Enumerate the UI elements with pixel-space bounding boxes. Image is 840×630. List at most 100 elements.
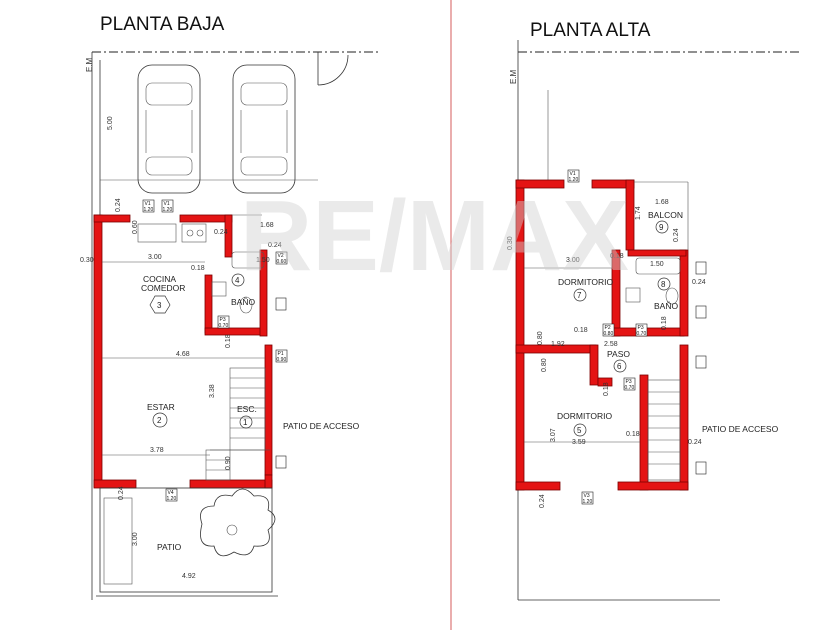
svg-text:P2: P2: [605, 325, 611, 331]
patio-area: [99, 487, 273, 593]
ground-em-label: E.M: [85, 57, 94, 72]
room-label: ESC.: [237, 404, 257, 414]
dimension: 0.24: [688, 439, 702, 446]
svg-text:1.20: 1.20: [163, 207, 173, 213]
svg-text:0.60: 0.60: [277, 259, 287, 265]
dimension: 0.24: [118, 486, 125, 500]
svg-text:0.70: 0.70: [219, 323, 229, 329]
dimension: 3.00: [132, 532, 139, 546]
dimension: 1.74: [635, 206, 642, 220]
dim-garage-depth: 5.00: [107, 116, 114, 130]
dimension: 0.24: [539, 494, 546, 508]
bath-sink: [625, 287, 641, 303]
toilet: [239, 296, 253, 314]
opening-tag: V11.20: [142, 199, 155, 213]
svg-text:1.20: 1.20: [144, 207, 154, 213]
room-label: DORMITORIO: [558, 277, 613, 287]
dimension: 0.30: [507, 236, 514, 250]
opening-tag: V11.20: [567, 169, 580, 183]
gate-swing: [317, 54, 349, 86]
room-label: PASO: [607, 349, 630, 359]
dimension: 3.00: [148, 254, 162, 261]
toilet: [665, 287, 679, 305]
dimension: 3.38: [209, 384, 216, 398]
dimension: 0.80: [537, 331, 544, 345]
opening-tag: P30.70: [217, 315, 230, 329]
bath-sink: [211, 281, 227, 297]
svg-text:0.90: 0.90: [277, 357, 287, 363]
room-label: COCINA: [143, 274, 176, 284]
dimension: 0.18: [661, 316, 668, 330]
svg-text:V1: V1: [145, 201, 151, 207]
svg-text:5: 5: [577, 426, 582, 435]
bathtub: [231, 251, 265, 269]
svg-text:0.80: 0.80: [604, 331, 614, 337]
opening-tag: V41.20: [165, 488, 178, 502]
dimension: 4.68: [176, 351, 190, 358]
room-number-badge: 3: [149, 295, 171, 314]
opening-tag: P30.70: [623, 377, 636, 391]
room-label: PATIO: [157, 542, 182, 552]
dimension: 0.18: [626, 431, 640, 438]
dimension: 1.92: [551, 341, 565, 348]
stove-burner: [196, 229, 204, 237]
dimension: 0.18: [603, 382, 610, 396]
room-number-badge: 9: [655, 220, 669, 234]
room-number-badge: 6: [613, 359, 627, 373]
dimension: 0.18: [574, 327, 588, 334]
window-symbol: [275, 297, 287, 469]
svg-text:4: 4: [235, 276, 240, 285]
dimension: 0.90: [225, 456, 232, 470]
dimension: 3.00: [566, 257, 580, 264]
dimension: 3.78: [150, 447, 164, 454]
kitchen-sink: [137, 223, 177, 243]
car-icon: [232, 64, 296, 194]
room-number-badge: 8: [657, 277, 671, 291]
svg-text:V3: V3: [584, 493, 590, 499]
room-number-badge: 2: [152, 412, 168, 428]
svg-text:1.20: 1.20: [583, 499, 593, 505]
dimension: 0.60: [132, 220, 139, 234]
svg-text:V1: V1: [570, 171, 576, 177]
upper-stairs: [647, 379, 681, 481]
access-label: PATIO DE ACCESO: [283, 421, 360, 431]
upper-em-label: E.M: [509, 69, 518, 84]
opening-tag: V31.20: [581, 491, 594, 505]
room-label: COMEDOR: [141, 283, 185, 293]
room-number-badge: 4: [231, 273, 245, 287]
room-number-badge: 1: [239, 415, 253, 429]
dimension: 0.18: [225, 334, 232, 348]
svg-text:8: 8: [661, 280, 666, 289]
dimension: 1.68: [260, 222, 274, 229]
dimension: 0.18: [191, 265, 205, 272]
svg-text:P3: P3: [220, 317, 226, 323]
dimension: 0.24: [673, 228, 680, 242]
watermark-logo: RE/MAX: [240, 180, 629, 292]
bathtub: [635, 257, 681, 275]
svg-text:6: 6: [617, 362, 622, 371]
opening-tag: V11.20: [161, 199, 174, 213]
stove: [181, 223, 207, 243]
dimension: 0.30: [80, 257, 94, 264]
dimension: 0.24: [214, 229, 228, 236]
svg-text:0.70: 0.70: [637, 331, 647, 337]
patio-planter: [103, 497, 133, 585]
room-label: BALCON: [648, 210, 683, 220]
dimension: 2.58: [604, 341, 618, 348]
svg-text:1: 1: [243, 418, 248, 427]
ground-walls: [93, 214, 273, 489]
dimension: 0.18: [610, 253, 624, 260]
svg-text:1.20: 1.20: [167, 496, 177, 502]
svg-text:1.20: 1.20: [569, 177, 579, 183]
svg-text:0.70: 0.70: [625, 385, 635, 391]
svg-text:V1: V1: [164, 201, 170, 207]
ground-floor-title: PLANTA BAJA: [100, 14, 225, 35]
room-number-badge: 7: [573, 288, 587, 302]
dimension: 4.92: [182, 573, 196, 580]
ground-stairs: [205, 367, 266, 481]
dimension: 0.80: [541, 358, 548, 372]
opening-tag: V20.60: [275, 251, 288, 265]
dimension: 0.24: [268, 242, 282, 249]
dimension: 1.68: [655, 199, 669, 206]
